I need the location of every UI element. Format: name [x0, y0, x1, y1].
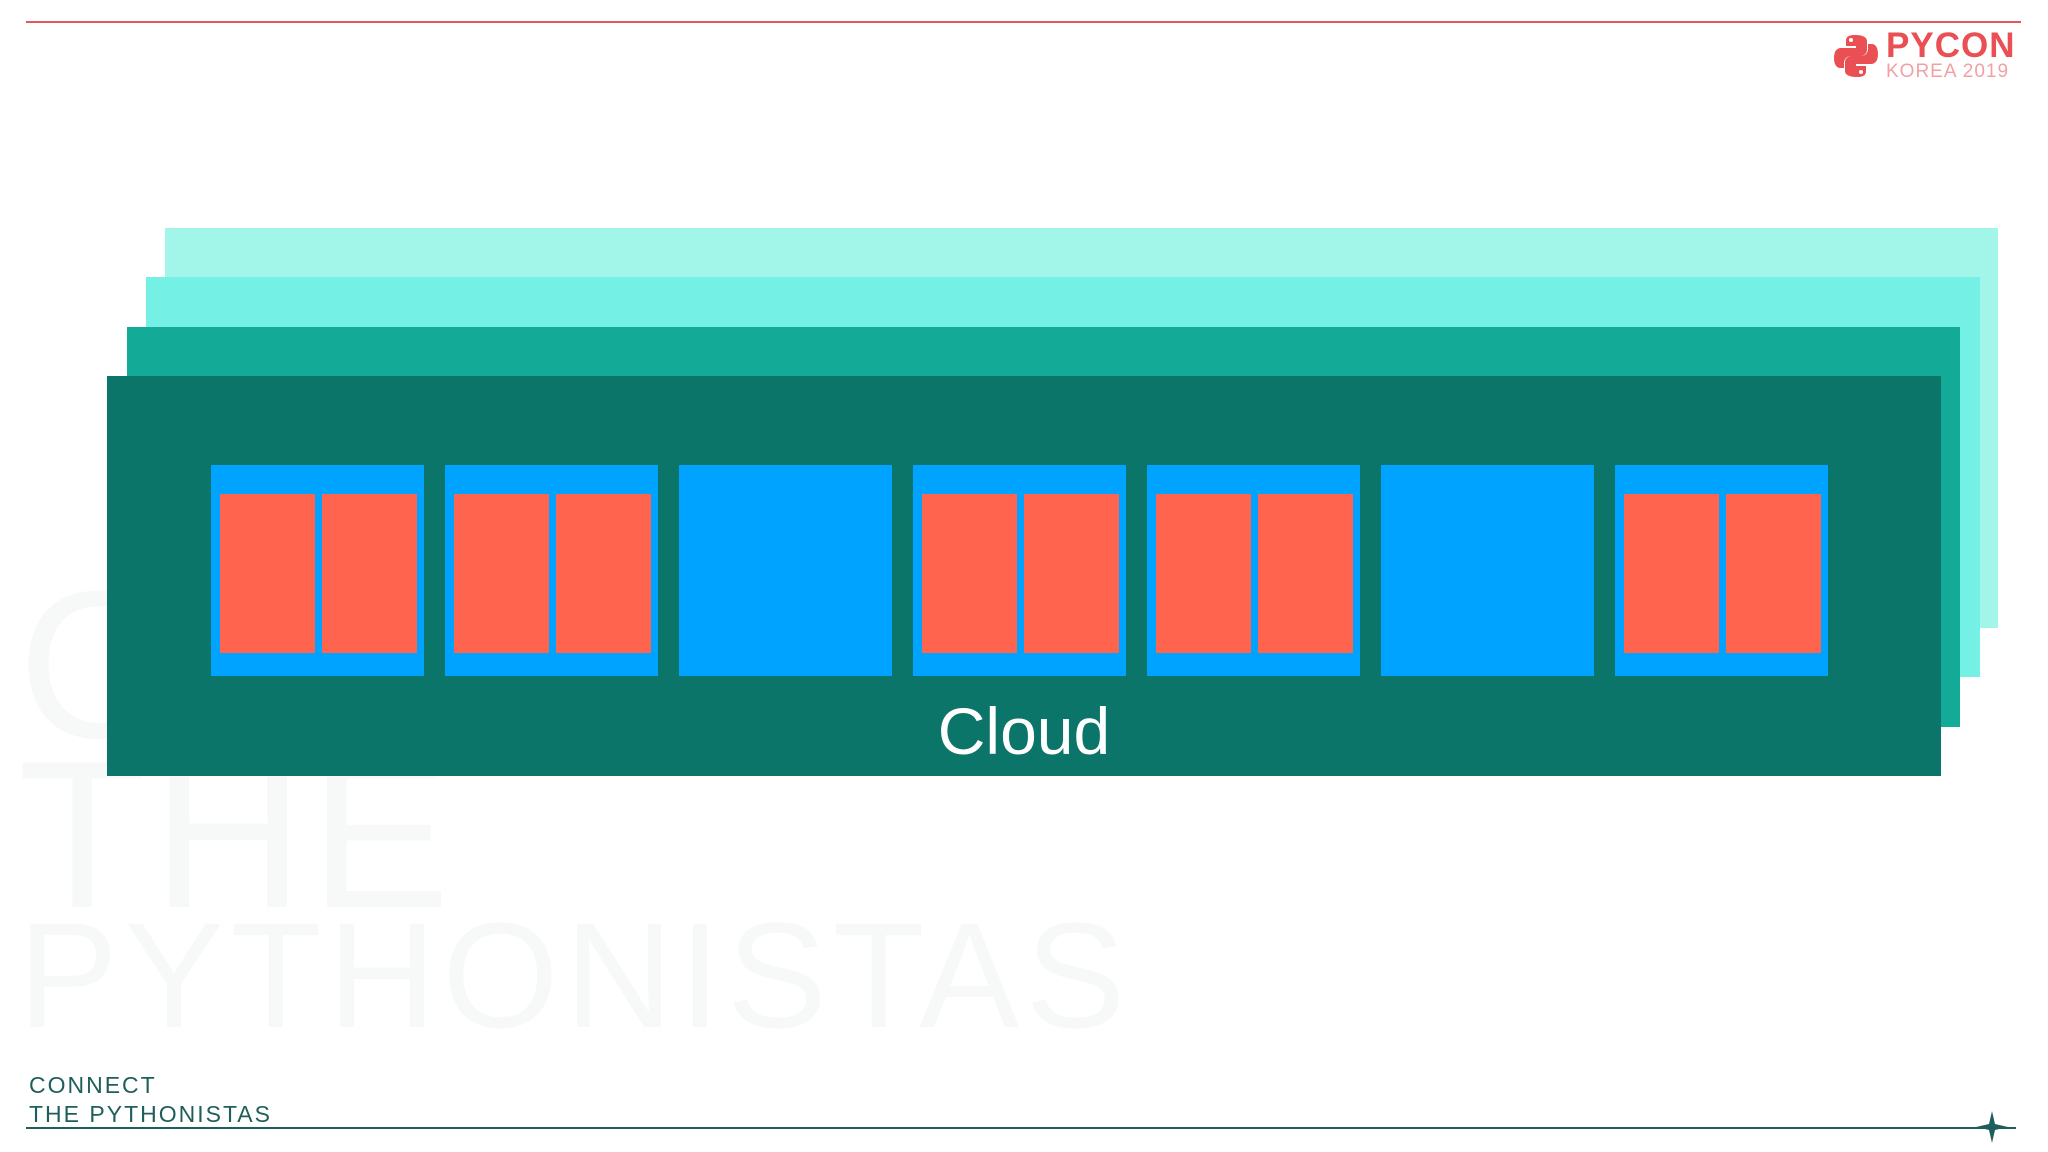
bottom-divider: [26, 1127, 2016, 1129]
cloud-label: Cloud: [937, 694, 1111, 768]
node-6: [1381, 465, 1594, 676]
watermark-line-3: PYTHONISTAS: [18, 891, 1132, 1059]
pod-7-2: [1726, 494, 1821, 653]
pod-1-2: [322, 494, 417, 653]
node-2: [445, 465, 658, 676]
node-5: [1147, 465, 1360, 676]
pycon-logo: PYCON KOREA 2019: [1832, 28, 2022, 86]
cloud-layer-main: Cloud: [107, 376, 1941, 776]
logo-subtitle: KOREA 2019: [1886, 61, 2010, 82]
pod-7-1: [1624, 494, 1719, 653]
pod-4-2: [1024, 494, 1119, 653]
pod-1-1: [220, 494, 315, 653]
tagline: CONNECT THE PYTHONISTAS: [29, 1071, 272, 1129]
tagline-line-1: CONNECT: [29, 1072, 157, 1098]
pod-4-1: [922, 494, 1017, 653]
pod-5-1: [1156, 494, 1251, 653]
pod-2-2: [556, 494, 651, 653]
sparkle-icon: [1976, 1111, 2008, 1143]
pod-5-2: [1258, 494, 1353, 653]
node-7: [1615, 465, 1828, 676]
node-4: [913, 465, 1126, 676]
top-divider: [26, 21, 2021, 23]
pod-2-1: [454, 494, 549, 653]
node-1: [211, 465, 424, 676]
logo-title: PYCON: [1886, 26, 2016, 65]
tagline-line-2: THE PYTHONISTAS: [29, 1101, 272, 1127]
python-logo-icon: [1834, 35, 1878, 77]
node-3: [679, 465, 892, 676]
